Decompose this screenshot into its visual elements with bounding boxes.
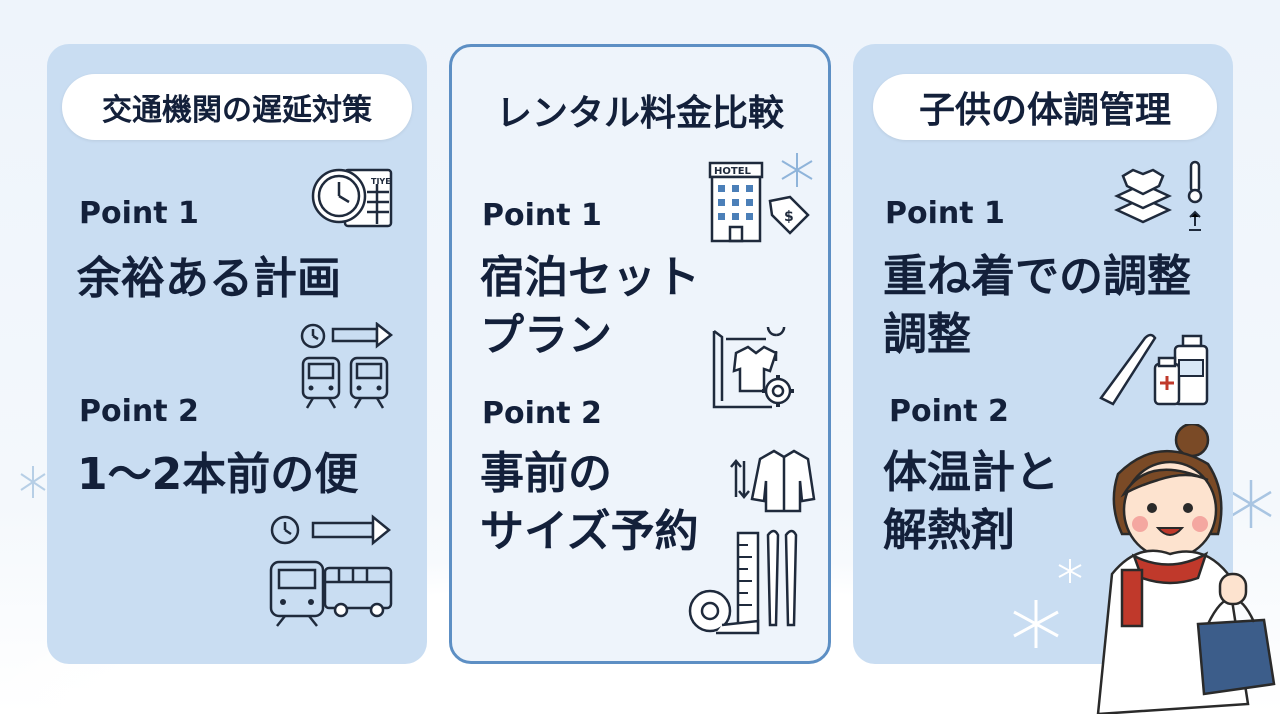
point-heading: 1～2本前の便 [77,449,359,500]
point-heading: 余裕ある計画 [77,253,341,304]
clock-arrow-bus-train-icon [269,514,393,627]
svg-text:HOTEL: HOTEL [714,166,752,177]
point-heading: 解熱剤 [883,505,1015,556]
snowflake-icon [781,153,813,187]
point-heading: サイズ予約 [480,506,699,557]
card-title: レンタル料金比較 [495,93,784,134]
point-heading: 宿泊セット [480,252,700,303]
card-title: 子供の体調管理 [873,74,1217,140]
clock-arrow-trains-icon [300,322,394,409]
point-heading: 重ね着での調整 [883,251,1191,302]
rental-price-card: レンタル料金比較 Point 1 宿泊セット プラン Point 2 事前の サ… [449,44,831,664]
card-title: 交通機関の遅延対策 [62,74,412,140]
point-label: Point 2 [482,396,602,431]
delay-countermeasures-card: 交通機関の遅延対策 Point 1 余裕ある計画 Point 2 1～2本前の便… [47,44,427,664]
point-label: Point 1 [885,196,1005,231]
ski-measure-tape-icon [688,529,798,635]
snowflake-icon [1230,480,1272,528]
point-label: Point 1 [482,198,602,233]
point-heading: 事前の [480,448,612,499]
layered-clothes-thermometer-icon [1114,160,1203,231]
snowflake-icon [1058,559,1082,583]
svg-text:$: $ [784,209,794,225]
jacket-blueprint-gear-icon [712,327,794,409]
snowflake-icon [20,466,46,498]
point-label: Point 2 [889,394,1009,429]
point-heading: 体温計と [883,447,1059,498]
point-label: Point 1 [79,196,199,231]
point-label: Point 2 [79,394,199,429]
jacket-size-icon [730,449,816,513]
clock-timetable-icon: TIYE [311,168,393,228]
point-heading: 調整 [883,309,971,360]
child-winter-illustration [1096,424,1276,714]
point-heading: プラン [480,310,612,361]
thermometer-medicine-icon [1099,333,1209,406]
svg-text:TIYE: TIYE [371,177,391,186]
hotel-price-tag-icon: HOTEL $ [708,161,810,243]
snowflake-icon [1013,600,1059,648]
